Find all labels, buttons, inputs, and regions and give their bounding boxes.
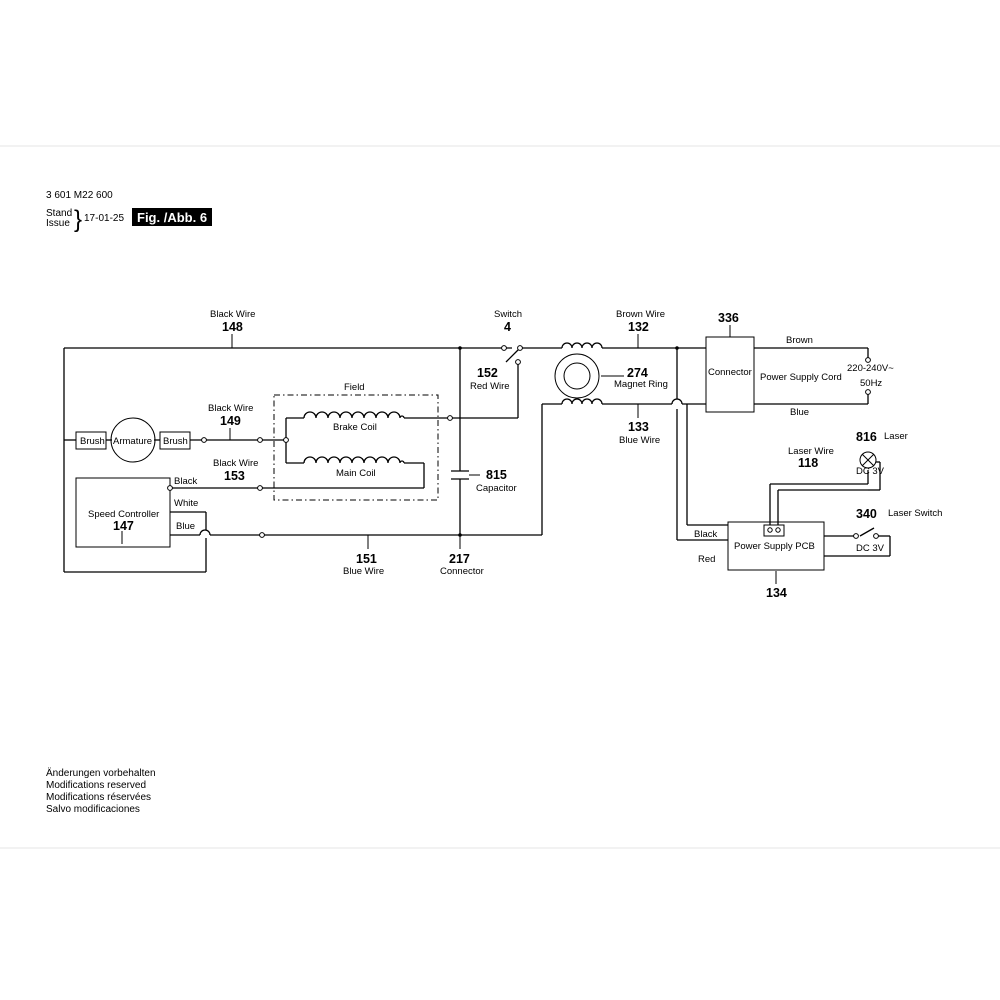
brush-right-label: Brush xyxy=(163,436,188,447)
laser-switch-dc-label: DC 3V xyxy=(856,543,885,554)
switch-4-number: 4 xyxy=(504,320,511,334)
part-number: 3 601 M22 600 xyxy=(46,190,113,201)
white-label: White xyxy=(174,498,198,509)
figure-badge xyxy=(132,208,212,226)
brake-coil-symbol xyxy=(303,411,405,419)
brown-wire-132-number: 132 xyxy=(628,320,649,334)
brush-left-label: Brush xyxy=(80,436,105,447)
black-wire-148-name: Black Wire xyxy=(210,309,255,320)
magnet-ring-inner xyxy=(563,362,591,390)
stand-label: Stand xyxy=(46,208,72,219)
footer-line-de: Änderungen vorbehalten xyxy=(46,767,156,779)
black-wire-149-name: Black Wire xyxy=(208,403,253,414)
laser-dc-label: DC 3V xyxy=(856,466,885,477)
frequency-label: 50Hz xyxy=(860,378,882,389)
pcb-red-label: Red xyxy=(698,554,715,565)
laser-switch-340-number: 340 xyxy=(856,507,877,521)
footer-line-en: Modifications reserved xyxy=(46,780,146,791)
magnet-ring-coil-top xyxy=(561,342,603,349)
terminals xyxy=(167,346,879,539)
laser-lamp-icon xyxy=(859,451,877,469)
speed-controller-label: Speed Controller xyxy=(88,509,159,520)
blue-label: Blue xyxy=(176,521,195,532)
figure-label: Fig. /Abb. 6 xyxy=(137,210,207,225)
voltage-label: 220-240V~ xyxy=(847,363,894,374)
laser-lamp-cross-2 xyxy=(861,453,875,467)
field-label: Field xyxy=(344,382,365,393)
power-supply-pcb-label: Power Supply PCB xyxy=(734,541,815,552)
connector-336-number: 336 xyxy=(718,311,739,325)
switch-terminal-3 xyxy=(515,359,521,365)
magnet-ring-coil-bottom xyxy=(561,398,603,405)
connector-217-number: 217 xyxy=(449,552,470,566)
speed-controller-box xyxy=(75,477,171,548)
laser-wire-118-number: 118 xyxy=(798,456,818,470)
switch-4-name: Switch xyxy=(494,309,522,320)
laser-wire-118-name: Laser Wire xyxy=(788,446,834,457)
field-box xyxy=(273,394,439,501)
issue-label: Issue xyxy=(46,218,70,229)
pcb-black-label: Black xyxy=(694,529,717,540)
cord-brown-label: Brown xyxy=(786,335,813,346)
switch-blade xyxy=(505,347,521,363)
black-wire-153-name: Black Wire xyxy=(213,458,258,469)
magnet-ring-outer xyxy=(554,353,600,399)
black-wire-149-number: 149 xyxy=(220,414,241,428)
speed-controller-number: 147 xyxy=(113,519,134,533)
capacitor-815-name: Capacitor xyxy=(476,483,517,494)
armature-label: Armature xyxy=(113,436,152,447)
capacitor-815-number: 815 xyxy=(486,468,507,482)
brake-coil-label: Brake Coil xyxy=(333,422,377,433)
issue-date: 17-01-25 xyxy=(84,213,124,224)
blue-wire-151-name: Blue Wire xyxy=(343,566,384,577)
footer-line-es: Salvo modificaciones xyxy=(46,804,140,815)
laser-switch-340-name: Laser Switch xyxy=(888,508,942,519)
brush-left xyxy=(75,431,107,450)
laser-816-number: 816 xyxy=(856,430,877,444)
red-wire-152-number: 152 xyxy=(477,366,498,380)
black-wire-153-number: 153 xyxy=(224,469,245,483)
blue-wire-133-number: 133 xyxy=(628,420,649,434)
blue-wire-151-number: 151 xyxy=(356,552,377,566)
switch-terminal-2 xyxy=(517,345,523,351)
black-wire-148-number: 148 xyxy=(222,320,243,334)
brown-wire-132-name: Brown Wire xyxy=(616,309,665,320)
black-label: Black xyxy=(174,476,197,487)
armature-symbol xyxy=(110,417,156,463)
connector-217-name: Connector xyxy=(440,566,484,577)
main-coil-label: Main Coil xyxy=(336,468,376,479)
laser-switch-blade xyxy=(859,527,875,537)
magnet-ring-274-number: 274 xyxy=(627,366,648,380)
magnet-ring-274-name: Magnet Ring xyxy=(614,379,668,390)
brush-right xyxy=(159,431,191,450)
connector-336-label: Connector xyxy=(708,367,752,378)
brace-glyph: } xyxy=(74,206,82,233)
red-wire-152-name: Red Wire xyxy=(470,381,510,392)
main-coil-symbol xyxy=(303,456,405,464)
footer-line-fr: Modifications réservées xyxy=(46,792,151,803)
cord-blue-label: Blue xyxy=(790,407,809,418)
pcb-laser-socket xyxy=(763,524,785,537)
laser-816-name: Laser xyxy=(884,431,908,442)
switch-terminal-1 xyxy=(501,345,507,351)
power-supply-pcb-box xyxy=(727,521,825,571)
power-supply-pcb-number: 134 xyxy=(766,586,787,600)
power-cord-label: Power Supply Cord xyxy=(760,372,842,383)
blue-wire-133-name: Blue Wire xyxy=(619,435,660,446)
